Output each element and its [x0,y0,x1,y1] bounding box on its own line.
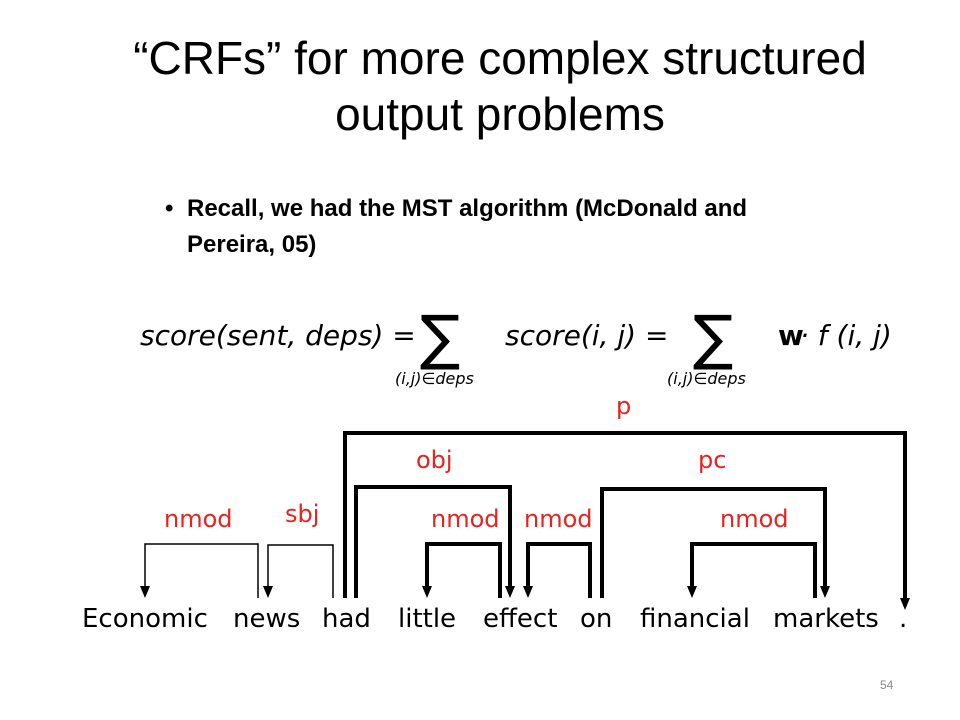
arrow-head-icon [900,598,910,610]
formula-lhs: score(sent, deps) = [140,319,416,352]
title-line-2: output problems [335,88,665,140]
formula-mid: score(i, j) = [505,319,668,352]
label-nmod-4: nmod [720,505,789,533]
arc-nmod-2 [425,542,502,598]
arrow-head-icon [523,586,533,598]
bullet-line-1: Recall, we had the MST algorithm (McDona… [187,195,748,222]
arc-lines [144,431,907,606]
arc-nmod-4 [690,542,817,598]
word: news [233,604,300,634]
arrow-head-icon [820,586,830,598]
arc-sbj [267,544,334,598]
formula-w: w [778,319,804,352]
sigma-2-icon: ∑ [693,303,733,373]
formula-rhs: · f (i, j) [800,319,892,352]
formula-sub-2: (i,j)∈deps [667,369,746,388]
bullet-dot-icon: • [165,195,174,222]
arrow-head-icon [263,586,273,598]
word: . [899,604,907,634]
slide-title: “CRFs” for more complex structured outpu… [40,30,960,142]
bullet-line-2: Pereira, 05) [187,231,317,258]
label-sbj: sbj [285,500,319,528]
arc-pc [600,487,827,598]
arc-nmod-1 [144,543,259,598]
arrow-head-icon [505,586,515,598]
arrow-head-icon [140,586,150,598]
arrow-heads [140,586,910,610]
word: effect [483,604,557,634]
word: Economic [82,604,208,634]
word: had [322,604,371,634]
arrow-head-icon [687,586,697,598]
label-pc: pc [698,446,726,474]
page-number: 54 [880,678,894,692]
arc-nmod-3 [526,542,592,598]
word: on [580,604,612,634]
label-nmod-2: nmod [431,505,500,533]
label-nmod-1: nmod [164,505,233,533]
sigma-1-icon: ∑ [420,303,460,373]
label-p: p [616,392,631,420]
arrow-head-icon [422,586,432,598]
arc-p [343,431,907,606]
arc-obj [354,485,512,598]
label-obj: obj [416,446,453,474]
word: little [398,604,456,634]
sentence-words: Economic news had little effect on finan… [82,604,907,634]
word: markets [773,604,879,634]
arc-labels: p obj pc nmod sbj nmod nmod nmod [164,392,789,533]
formula-sub-1: (i,j)∈deps [395,369,474,388]
word: financial [640,604,750,634]
label-nmod-3: nmod [524,505,593,533]
bullet-text: Recall, we had the MST algorithm (McDona… [187,191,947,263]
title-line-1: “CRFs” for more complex structured [133,32,867,84]
